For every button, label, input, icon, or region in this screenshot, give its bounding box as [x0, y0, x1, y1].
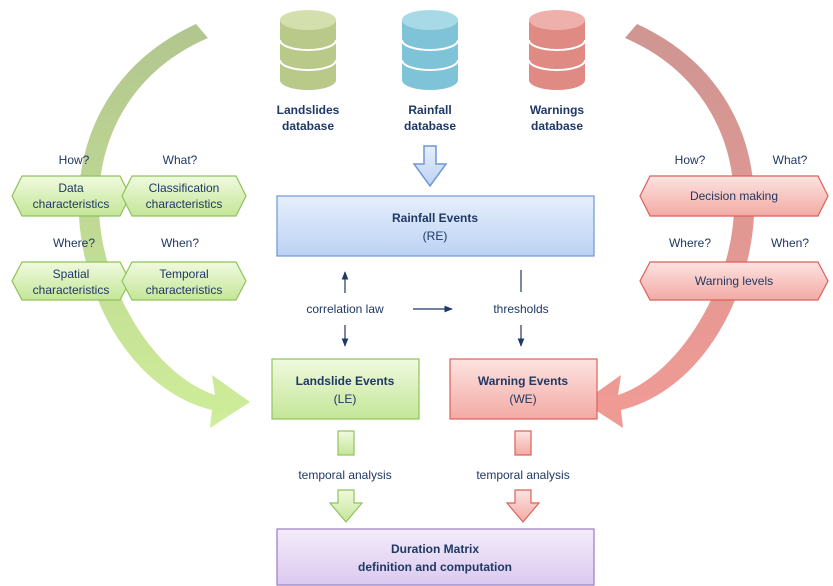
svg-text:Duration Matrix: Duration Matrix: [391, 542, 479, 556]
warnings-db-label-2: database: [531, 119, 583, 133]
left-curved-arrow: [78, 24, 250, 428]
spatial-characteristics-box: Spatial characteristics: [11, 261, 131, 301]
svg-text:characteristics: characteristics: [33, 197, 110, 211]
svg-text:Landslide Events: Landslide Events: [296, 374, 395, 388]
left-where-label: Where?: [53, 236, 95, 250]
right-when-label: When?: [771, 236, 809, 250]
landslides-db-label-2: database: [282, 119, 334, 133]
svg-text:Decision making: Decision making: [690, 189, 778, 203]
rainfall-down-arrow: [412, 145, 448, 188]
svg-text:(LE): (LE): [334, 392, 357, 406]
data-characteristics-box: Data characteristics: [11, 175, 131, 217]
right-how-label: How?: [675, 153, 706, 167]
svg-text:Warning levels: Warning levels: [695, 274, 773, 288]
warning-levels-box: Warning levels: [639, 261, 829, 301]
temporal-analysis-right-label: temporal analysis: [476, 468, 569, 482]
svg-text:Rainfall Events: Rainfall Events: [392, 211, 478, 225]
svg-text:Classification: Classification: [149, 181, 220, 195]
duration-matrix-box: Duration Matrix definition and computati…: [276, 528, 595, 586]
temporal-analysis-left-label: temporal analysis: [298, 468, 391, 482]
left-how-label: How?: [59, 153, 90, 167]
rainfall-db-label-1: Rainfall: [408, 103, 451, 117]
left-what-label: What?: [163, 153, 198, 167]
left-temporal-bar: [337, 430, 355, 456]
svg-text:Temporal: Temporal: [159, 267, 208, 281]
rainfall-database-icon: [401, 10, 459, 90]
landslides-database-icon: [279, 10, 337, 90]
right-where-label: Where?: [669, 236, 711, 250]
svg-text:(RE): (RE): [423, 229, 448, 243]
warnings-db-label-1: Warnings: [530, 103, 585, 117]
thresholds-label: thresholds: [493, 302, 548, 316]
rainfall-db-label-2: database: [404, 119, 456, 133]
right-down-block-arrow: [505, 489, 541, 523]
svg-text:Spatial: Spatial: [53, 267, 90, 281]
right-curved-arrow: [583, 24, 755, 428]
svg-text:(WE): (WE): [509, 392, 536, 406]
landslide-events-box: Landslide Events (LE): [271, 358, 420, 420]
svg-text:characteristics: characteristics: [146, 283, 223, 297]
warnings-database-icon: [528, 10, 586, 90]
svg-text:definition and computation: definition and computation: [358, 560, 512, 574]
decision-making-box: Decision making: [639, 175, 829, 217]
right-what-label: What?: [773, 153, 808, 167]
svg-text:Data: Data: [58, 181, 84, 195]
correlation-law-label: correlation law: [306, 302, 384, 316]
classification-characteristics-box: Classification characteristics: [121, 175, 247, 217]
rainfall-events-box: Rainfall Events (RE): [276, 195, 595, 257]
temporal-characteristics-box: Temporal characteristics: [121, 261, 247, 301]
left-down-block-arrow: [328, 489, 364, 523]
svg-text:Warning Events: Warning Events: [478, 374, 569, 388]
svg-text:characteristics: characteristics: [33, 283, 110, 297]
left-when-label: When?: [161, 236, 199, 250]
landslides-db-label-1: Landslides: [277, 103, 340, 117]
svg-text:characteristics: characteristics: [146, 197, 223, 211]
warning-events-box: Warning Events (WE): [449, 358, 598, 420]
right-temporal-bar: [514, 430, 532, 456]
